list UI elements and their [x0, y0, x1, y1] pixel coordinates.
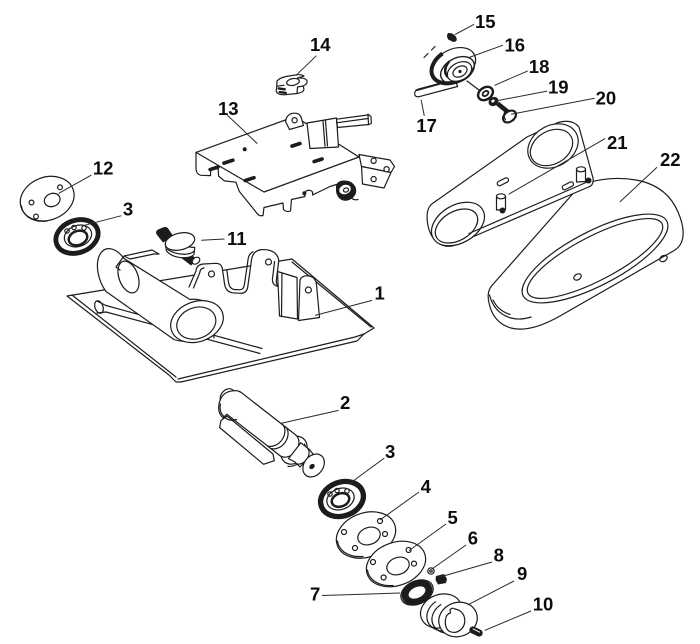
svg-text:6: 6 [468, 528, 478, 549]
svg-text:2: 2 [340, 392, 350, 413]
svg-text:16: 16 [505, 35, 526, 56]
svg-text:10: 10 [533, 594, 554, 615]
svg-text:15: 15 [475, 11, 496, 32]
svg-text:17: 17 [416, 115, 437, 136]
svg-text:20: 20 [596, 88, 617, 109]
svg-text:12: 12 [93, 157, 114, 178]
svg-text:19: 19 [548, 76, 569, 97]
svg-text:14: 14 [310, 34, 331, 55]
svg-text:7: 7 [310, 583, 320, 604]
svg-text:13: 13 [218, 98, 239, 119]
svg-text:3: 3 [385, 441, 395, 462]
svg-text:1: 1 [375, 283, 385, 304]
svg-text:4: 4 [421, 476, 432, 497]
svg-text:8: 8 [494, 544, 504, 565]
svg-text:9: 9 [517, 563, 527, 584]
svg-text:18: 18 [529, 56, 550, 77]
svg-text:11: 11 [227, 228, 247, 249]
svg-text:22: 22 [660, 149, 681, 170]
svg-text:5: 5 [448, 507, 458, 528]
svg-text:3: 3 [123, 199, 133, 220]
svg-text:21: 21 [607, 132, 628, 153]
